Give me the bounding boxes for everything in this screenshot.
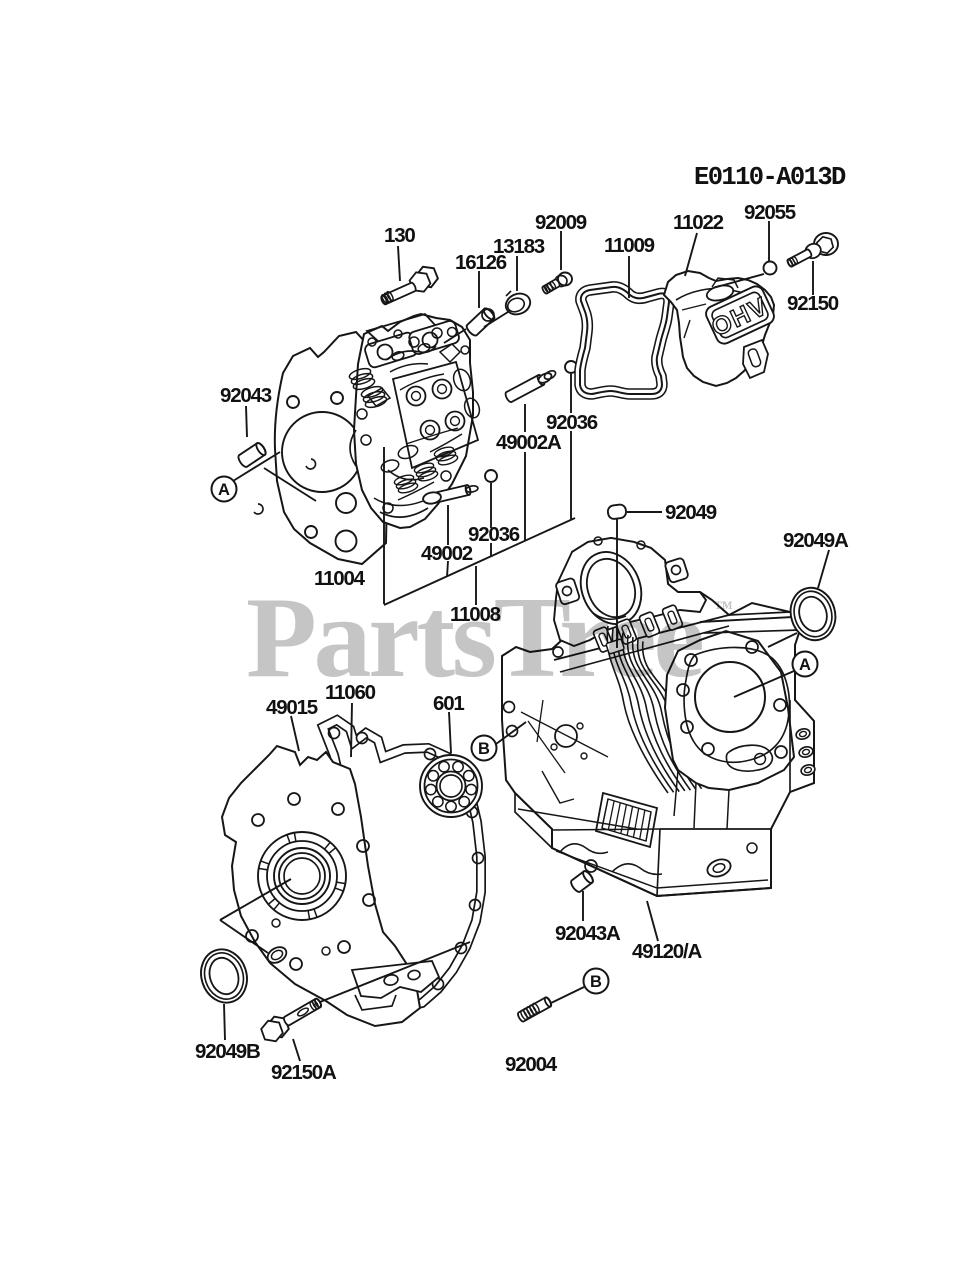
svg-text:92150A: 92150A [271,1061,337,1084]
svg-text:49120/A: 49120/A [632,940,703,963]
svg-text:92055: 92055 [744,201,796,224]
svg-text:11060: 11060 [325,681,376,704]
svg-text:11009: 11009 [604,234,655,257]
svg-text:49015: 49015 [266,696,318,719]
svg-text:11004: 11004 [314,567,366,590]
svg-text:92049A: 92049A [783,529,849,552]
svg-text:™: ™ [714,598,733,619]
svg-text:49002A: 49002A [496,431,562,454]
svg-text:92036: 92036 [468,523,520,546]
svg-text:B: B [478,740,490,758]
svg-text:B: B [590,973,602,991]
svg-text:92043: 92043 [220,384,272,407]
svg-text:92009: 92009 [535,211,587,234]
svg-text:A: A [218,481,230,499]
svg-text:PartsTree: PartsTree [246,574,702,702]
svg-text:13183: 13183 [493,235,545,258]
svg-text:92150: 92150 [787,292,839,315]
svg-text:49002: 49002 [421,542,473,565]
svg-text:92049B: 92049B [195,1040,260,1063]
svg-text:92004: 92004 [505,1053,558,1076]
svg-text:92043A: 92043A [555,922,621,945]
svg-text:E0110-A013D: E0110-A013D [694,163,846,192]
svg-text:92036: 92036 [546,411,598,434]
svg-text:92049: 92049 [665,501,717,524]
svg-text:16126: 16126 [455,251,507,274]
svg-text:A: A [799,656,811,674]
svg-text:11008: 11008 [450,603,501,626]
svg-text:11022: 11022 [673,211,724,234]
svg-text:130: 130 [384,224,415,247]
svg-text:601: 601 [433,692,464,715]
